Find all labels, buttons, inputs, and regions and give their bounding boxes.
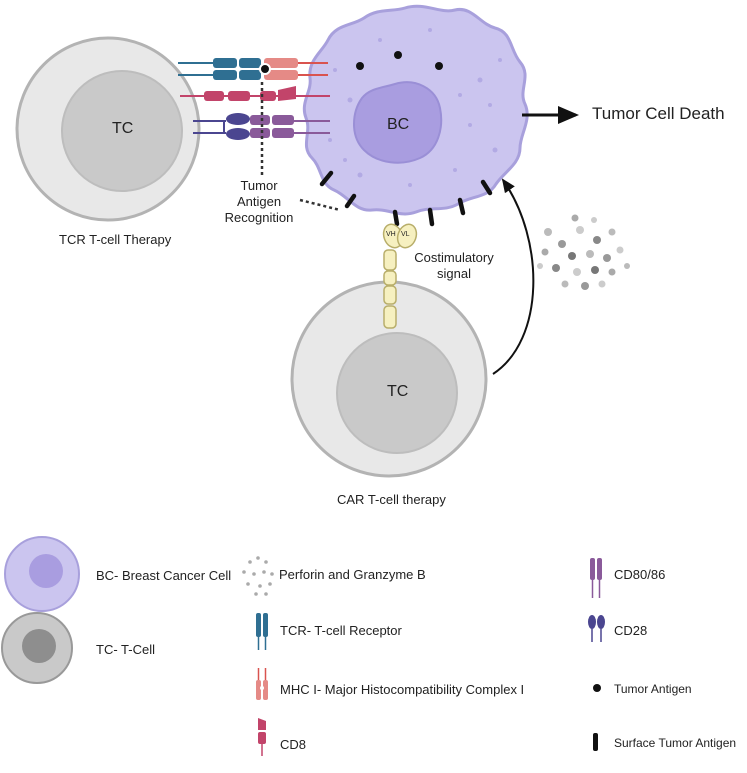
car-vh-label: VH [386,231,396,238]
legend-cd8-label: CD8 [280,737,307,752]
cd8-receptor [180,86,330,101]
legend-surface-antigen-icon [593,733,598,751]
legend-tcr-icon [256,613,268,650]
car-vl-label: VL [401,231,410,238]
legend-cd80-icon [590,558,602,598]
legend-cd28-icon [588,615,605,642]
tcr-t-cell-nucleus [61,70,183,192]
legend-tumor-antigen-icon [593,684,601,692]
legend-surface-antigen-label: Surface Tumor Antigen [614,736,737,750]
tumor-antigen-recognition-label: Tumor Antigen Recognition [214,178,304,226]
legend-perforin-icon [242,556,274,596]
tcr-therapy-caption: TCR T-cell Therapy [59,232,172,247]
costimulatory-line-1: Costimulatory [414,250,494,265]
recognition-line-3: Recognition [224,210,294,225]
recognition-line-1: Tumor [240,178,278,193]
mhc-complex [264,58,328,80]
tcr-receptor [178,58,261,80]
tumor-antigen-dot [356,62,364,70]
car-t-cell-label: TC [387,383,409,400]
legend-perforin-label: Perforin and Granzyme B [279,567,426,582]
legend-bc-nucleus-icon [29,554,63,588]
tumor-antigen-dot [394,51,402,59]
cancer-cell-speckles [328,28,502,187]
tcr-t-cell-label: TC [112,120,134,137]
recognition-dashed-line-2 [299,198,341,212]
recognition-line-2: Antigen [236,194,282,209]
costimulatory-line-2: signal [437,266,471,281]
breast-cancer-cell-nucleus [353,81,443,164]
car-therapy-caption: CAR T-cell therapy [337,492,446,507]
surface-tumor-antigens [319,170,493,227]
legend-tc-nucleus-icon [22,629,56,663]
legend-cd28-label: CD28 [614,623,648,638]
perforin-granzyme-cloud [537,214,630,290]
presented-antigen-dot [259,63,271,75]
legend-mhc-label: MHC I- Major Histocompatibility Complex … [280,682,525,697]
costimulatory-signal-label: Costimulatory signal [404,250,504,282]
tumor-antigen-dot [435,62,443,70]
car-attack-arrow [492,178,535,375]
legend-bc-label: BC- Breast Cancer Cell [96,568,232,583]
legend-tcr-label: TCR- T-cell Receptor [280,623,402,638]
legend-tc-label: TC- T-Cell [96,642,155,657]
legend-tumor-antigen-label: Tumor Antigen [614,682,692,696]
legend-cd80-label: CD80/86 [614,567,666,582]
cd28-cd80-pair [193,113,330,140]
car-t-cell-nucleus [336,332,458,454]
tumor-cell-death-label: Tumor Cell Death [592,104,725,123]
cancer-cell-label: BC [387,116,410,133]
car-receptor [382,223,418,329]
legend-mhc-icon [256,668,268,700]
legend-cd8-icon [258,718,266,756]
